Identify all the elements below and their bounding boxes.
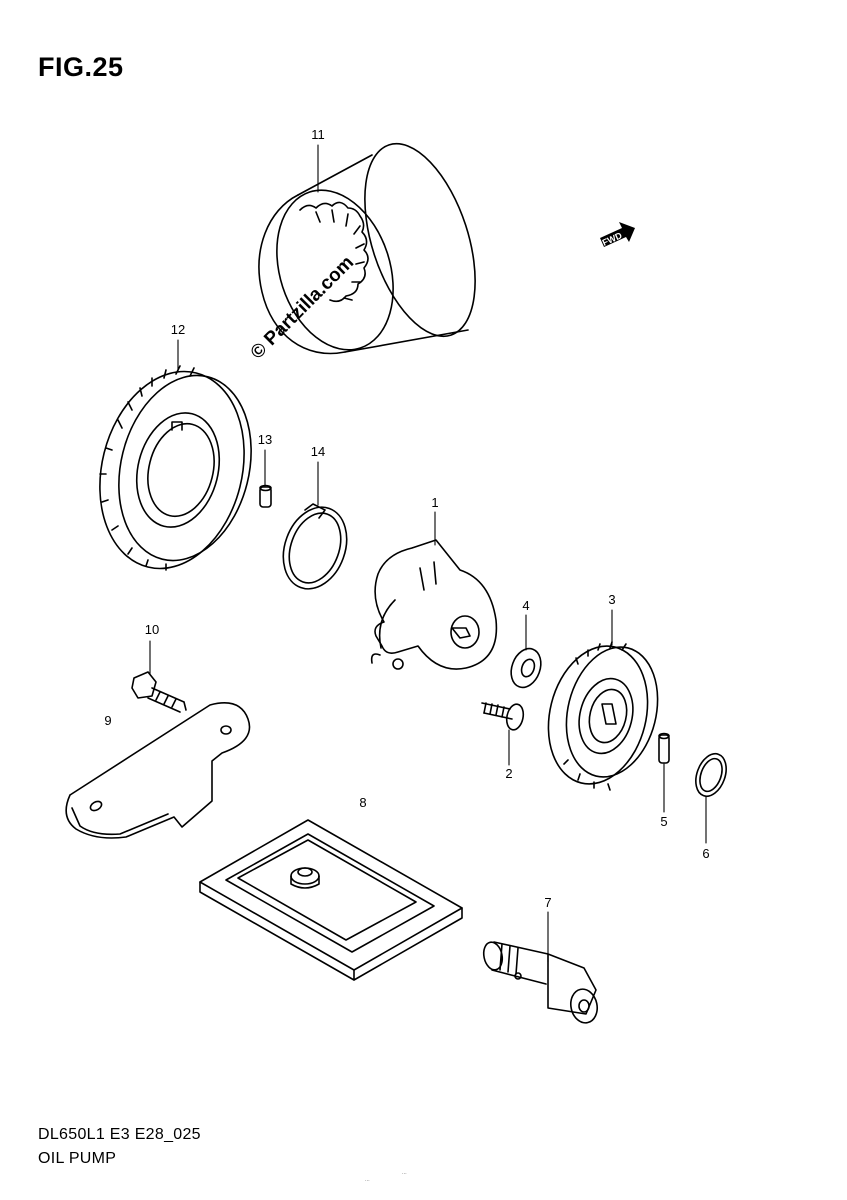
section-name: OIL PUMP (38, 1150, 117, 1167)
callout-10: 10 (145, 622, 159, 637)
strainer-part[interactable] (199, 819, 463, 981)
fine-print-2: ... (365, 1177, 370, 1183)
figure-title: FIG.25 (38, 52, 124, 82)
circlip-6-part[interactable] (690, 750, 731, 801)
callout-7: 7 (544, 895, 551, 910)
callout-12: 12 (171, 322, 185, 337)
callout-2: 2 (505, 766, 512, 781)
washer-part[interactable] (506, 644, 546, 691)
bracket-part[interactable] (65, 702, 251, 839)
callout-3: 3 (608, 592, 615, 607)
callout-8: 8 (359, 795, 366, 810)
fwd-label: FWD (601, 230, 624, 248)
pin-5-part[interactable] (658, 732, 670, 764)
fwd-arrow-icon: FWD (600, 222, 635, 248)
circlip-14-part[interactable] (272, 498, 357, 597)
screw-part[interactable] (481, 702, 526, 732)
callout-6: 6 (702, 846, 709, 861)
callout-9: 9 (104, 713, 111, 728)
oil-filter-part[interactable] (257, 130, 496, 365)
bolt-part[interactable] (131, 671, 187, 713)
fine-print-1: ... (402, 1170, 407, 1176)
drive-gear-part[interactable] (80, 356, 270, 584)
callout-4: 4 (522, 598, 529, 613)
callout-11: 11 (311, 127, 325, 142)
callout-5: 5 (660, 814, 667, 829)
callout-1: 1 (431, 495, 438, 510)
callout-13: 13 (258, 432, 272, 447)
pin-13-part[interactable] (259, 484, 272, 508)
pump-body-part[interactable] (370, 539, 498, 670)
union-bolt-part[interactable] (481, 940, 600, 1025)
callout-14: 14 (311, 444, 325, 459)
driven-gear-part[interactable] (534, 635, 670, 794)
model-code: DL650L1 E3 E28_025 (38, 1126, 201, 1143)
